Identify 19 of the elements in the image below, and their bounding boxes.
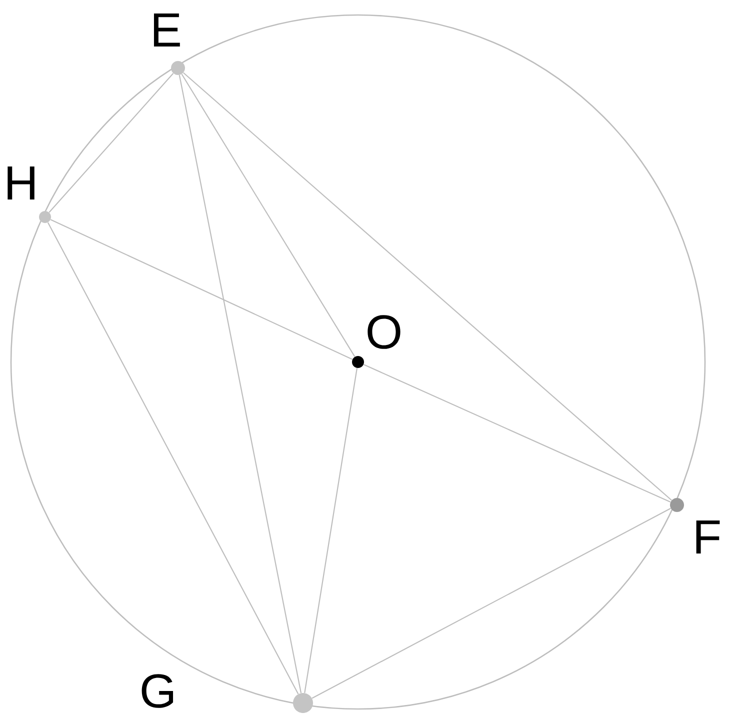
point: G <box>142 674 313 713</box>
line-segment <box>47 222 299 694</box>
line-segment <box>304 368 358 694</box>
line-segment <box>183 72 672 501</box>
line-segment <box>181 74 356 357</box>
line-segment <box>363 364 671 503</box>
line-segment <box>178 74 302 694</box>
point: O <box>352 315 400 368</box>
point: E <box>154 14 185 75</box>
node-label: O <box>368 315 400 349</box>
point: F <box>670 498 720 554</box>
line-segment <box>312 508 671 699</box>
node-label: G <box>142 674 174 708</box>
node-label: F <box>696 520 720 554</box>
node-label: H <box>8 166 34 200</box>
point: H <box>8 166 51 223</box>
line-segment <box>48 73 174 213</box>
node-label: E <box>154 14 180 46</box>
line-segment <box>50 219 353 360</box>
